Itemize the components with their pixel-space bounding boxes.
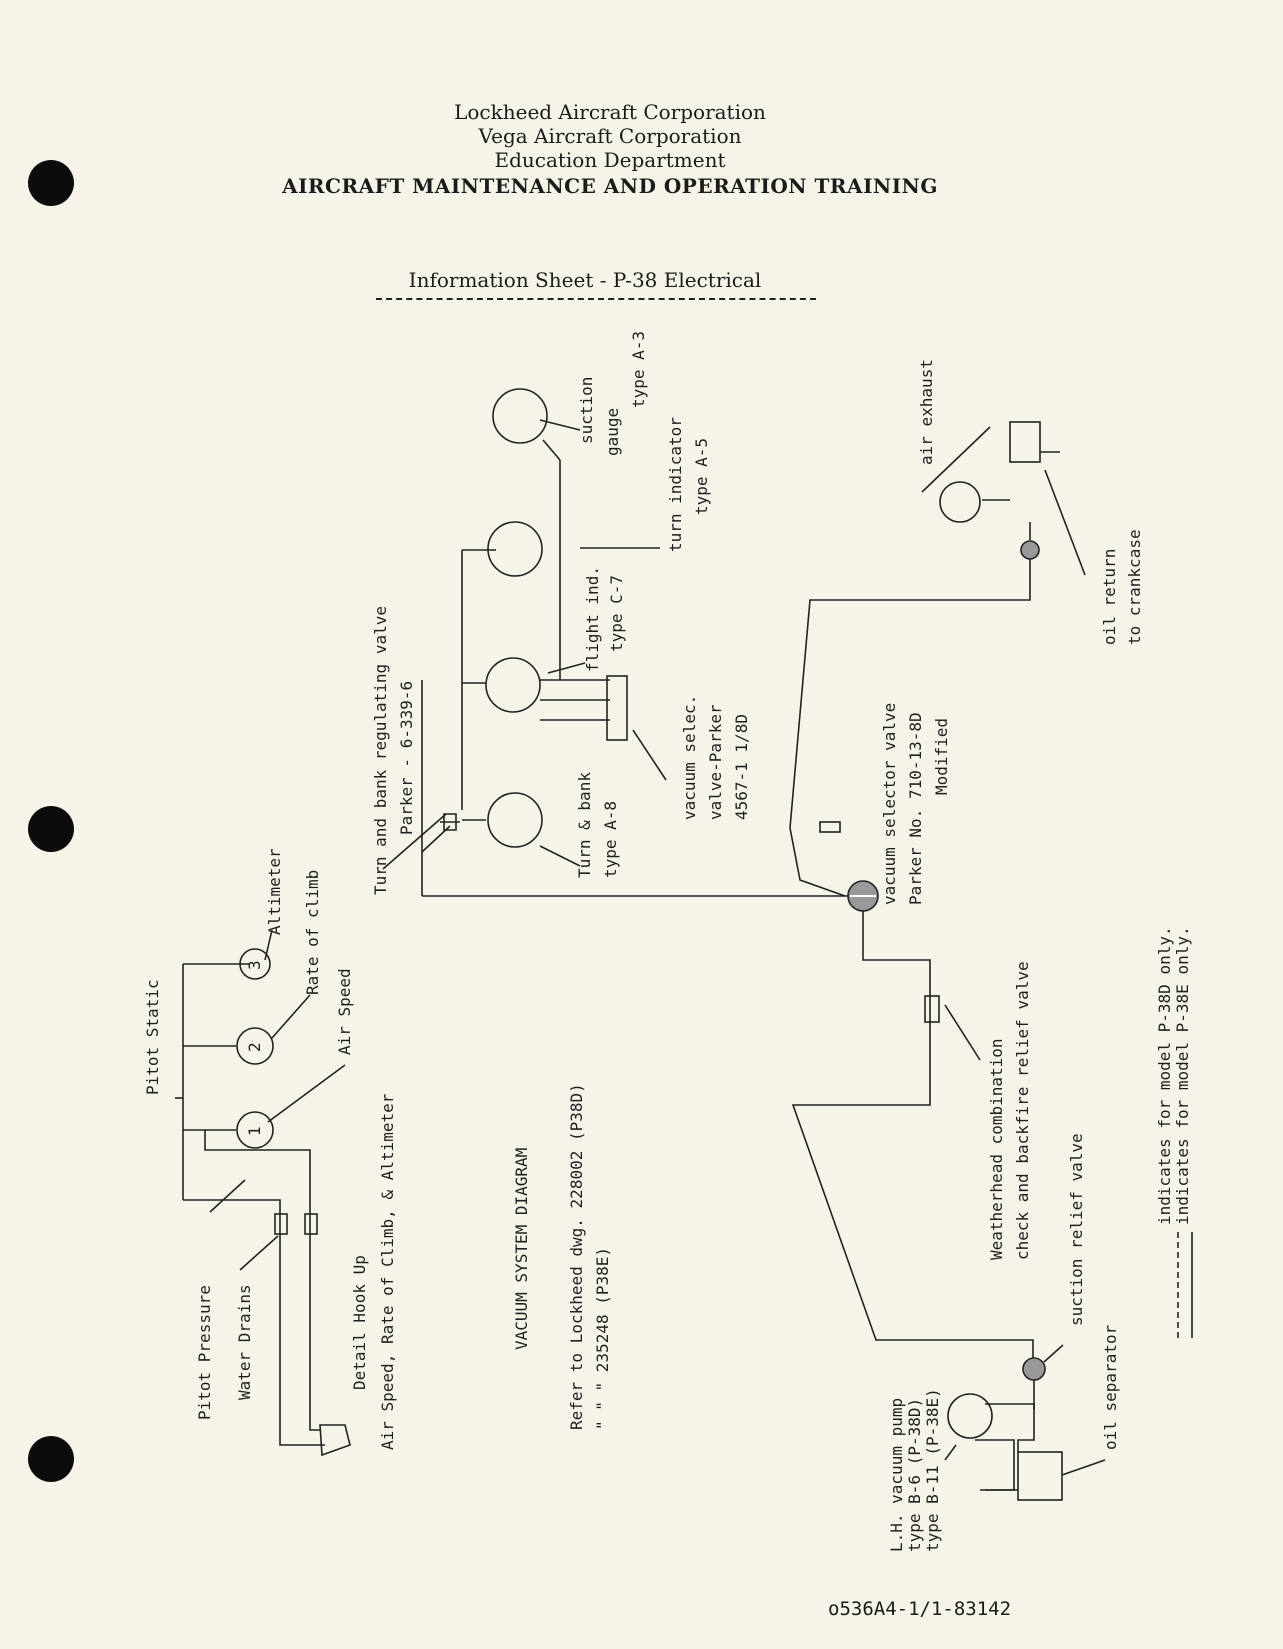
exhaust-check-valve [1020,540,1040,560]
label-weatherhead-line1: Weatherhead combination [987,1038,1006,1260]
label-suction-gauge-line3: type A-3 [629,331,648,408]
header-company-line: Lockheed Aircraft Corporation [454,100,766,124]
vacuum-pump [947,1393,993,1439]
pitot-static-drain-line [183,1199,325,1446]
label-suction-gauge-line1: suction [577,377,596,444]
legend-dashed-label: indicates for model P-38D only. [1155,926,1174,1225]
flight-indicator [487,521,543,577]
suction-gauge [492,388,548,444]
label-flight-ind-line2: type C-7 [607,575,626,652]
label-pump-line3: type B-11 (P-38E) [923,1388,942,1552]
label-pitot-pressure: Pitot Pressure [195,1285,214,1420]
sheet-title: Information Sheet - P-38 Electrical [408,268,762,292]
label-tb-valve-line1: Turn and bank regulating valve [371,606,390,895]
label-oil-return-line1: oil return [1100,549,1119,645]
label-instrument-3: 3 [245,960,264,970]
diagram-reference-line2: " " " 235248 (P38E) [593,1247,612,1430]
rate-of-climb-instrument [236,1027,274,1065]
sheet-title-underline [376,298,816,300]
label-vac-selec-line3: 4567-1 1/8D [732,714,751,820]
label-turn-bank-line2: type A-8 [601,801,620,878]
pitot-pressure-line [204,1130,320,1431]
label-vac-selec-line2: valve-Parker [706,704,725,820]
oil-separator-exhaust [939,481,981,523]
altimeter-instrument [239,948,271,980]
weatherhead-check-valve [924,995,940,1023]
oil-separator [1017,1451,1063,1501]
oil-separator-line [985,1403,1035,1452]
label-instrument-1: 1 [245,1126,264,1136]
legend-solid-label: indicates for model P-38E only. [1173,926,1192,1225]
binder-hole-middle [28,806,74,852]
label-turn-bank-line1: Turn & bank [575,772,594,878]
binder-hole-top [28,160,74,206]
label-vsv-line2: Parker No. 710-13-8D [906,712,925,905]
header-training-title: AIRCRAFT MAINTENANCE AND OPERATION TRAIN… [282,174,938,198]
detail-title: Detail Hook Up [350,1255,369,1390]
label-instrument-2: 2 [245,1042,264,1052]
oil-return-fitting [1009,421,1041,463]
pump-to-selector-line [791,911,1034,1358]
label-oil-return-line2: to crankcase [1125,529,1144,645]
label-vsv-line1: vacuum selector valve [880,703,899,905]
label-turn-ind-line1: turn indicator [666,417,685,552]
detail-subtitle: Air Speed, Rate of Climb, & Altimeter [378,1093,397,1450]
label-pump-line2: type B-6 (P-38D) [905,1398,924,1552]
label-pitot-static: Pitot Static [143,979,162,1095]
vacuum-selector-panel-valve [606,675,628,741]
diagram-reference-line1: Refer to Lockheed dwg. 228002 (P38D) [567,1083,586,1430]
label-rate-of-climb: Rate of climb [303,870,322,995]
label-oil-separator: oil separator [1101,1324,1120,1450]
document-number: o536A4-1/1-83142 [828,1598,1012,1620]
label-vac-selec-line1: vacuum selec. [680,695,699,820]
header-subsidiary-line: Vega Aircraft Corporation [478,124,742,148]
label-altimeter: Altimeter [265,848,284,935]
label-water-drains: Water Drains [235,1284,254,1400]
label-pump-line1: L.H. vacuum pump [887,1398,906,1552]
label-tb-valve-line2: Parker - 6-339-6 [397,681,416,835]
label-air-exhaust: air exhaust [917,359,936,465]
pitot-head [319,1424,351,1457]
label-weatherhead-line2: check and backfire relief valve [1013,961,1032,1260]
label-suction-relief: suction relief valve [1067,1133,1086,1326]
exhaust-return-line [789,556,1031,897]
label-turn-ind-line2: type A-5 [692,438,711,515]
turn-indicator [485,657,541,713]
label-vsv-line3: Modified [932,718,951,795]
binder-hole-bottom [28,1436,74,1482]
diagram-title: VACUUM SYSTEM DIAGRAM [512,1148,531,1350]
air-speed-instrument [236,1111,274,1149]
label-flight-ind-line1: flight ind. [583,566,602,672]
label-suction-gauge-line2: gauge [603,408,622,456]
turn-and-bank [487,792,543,848]
label-air-speed: Air Speed [335,968,354,1055]
suction-relief-valve [1022,1357,1046,1381]
header-department-line: Education Department [494,148,726,172]
